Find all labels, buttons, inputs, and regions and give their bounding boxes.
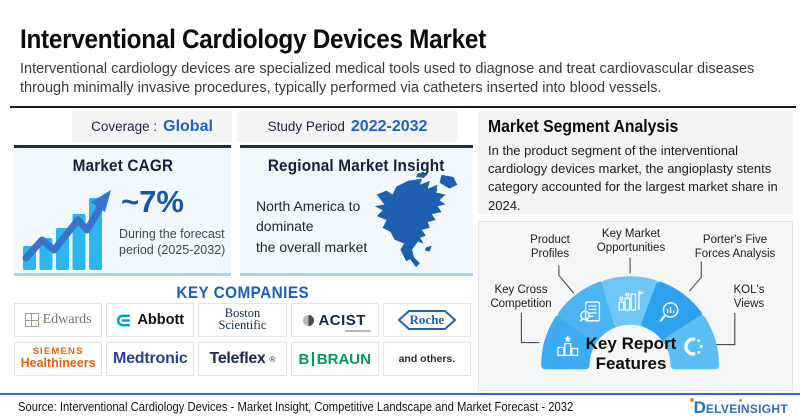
connector-key-cross — [520, 312, 540, 344]
company-logo-abbott: Abbott — [106, 303, 195, 337]
edwards-crest-icon — [24, 313, 39, 327]
market-cagr-heading: Market CAGR — [72, 156, 173, 175]
cagr-value: ~7% — [121, 184, 184, 219]
regional-insight-panel: Regional Market Insight North America to… — [240, 145, 473, 276]
delveinsight-logo-i: I — [737, 399, 742, 416]
company-logo-medtronic: Medtronic — [106, 342, 195, 376]
delveinsight-logo-d: D — [689, 398, 706, 417]
connector-porters — [688, 261, 702, 292]
feature-label-key-market-opportunities: Key Market Opportunities — [596, 228, 666, 254]
company-logo-roche: Roche — [382, 303, 471, 337]
acist-dot-icon — [303, 314, 315, 326]
north-america-map-icon — [374, 172, 458, 268]
roche-hexagon-icon — [397, 310, 457, 330]
study-period-value: 2022-2032 — [350, 117, 428, 135]
magnifier-chart-icon — [659, 302, 679, 323]
regional-insight-heading: Regional Market Insight — [268, 156, 445, 175]
abbott-a-icon — [117, 314, 131, 326]
regional-insight-text: North America to dominate the overall ma… — [256, 198, 368, 255]
connector-product-profiles — [558, 265, 575, 294]
company-logo-boston-scientific: Boston Scientific — [198, 303, 287, 337]
feature-label-kols-views: KOL's Views — [733, 284, 765, 310]
coverage-label: Coverage : — [91, 119, 158, 134]
feature-label-key-cross-competition: Key Cross Competition — [490, 284, 552, 310]
page-title-text: Interventional Cardiology Devices Market — [20, 24, 486, 54]
footer-divider — [0, 393, 800, 395]
growth-person-icon — [618, 290, 645, 311]
podium-icon — [557, 335, 579, 357]
fan-center-title: Key Report Features — [585, 334, 677, 373]
fan-segment-key-cross-competition — [541, 315, 597, 370]
company-logo-siemens-healthineers: SIEMENS Healthineers — [14, 342, 103, 376]
company-logo-edwards: Edwards — [14, 303, 103, 337]
market-segment-heading: Market Segment Analysis — [488, 116, 679, 136]
company-logo-acist: ACIST — [290, 303, 379, 337]
coverage-box: Coverage : Global — [72, 111, 232, 142]
magnet-icon — [684, 337, 703, 356]
page-subtitle: Interventional cardiology devices are sp… — [20, 61, 755, 97]
key-report-features-box: Key Cross Competition Product Profiles K… — [478, 221, 793, 391]
market-segment-analysis-box: Market Segment Analysis In the product s… — [478, 111, 793, 214]
cagr-note: During the forecast period (2025-2032) — [119, 227, 226, 258]
feature-label-porters-five-forces: Porter's Five Forces Analysis — [694, 234, 776, 260]
key-companies-grid: Edwards Abbott Boston Scientific ACIST — [14, 303, 471, 376]
coverage-value: Global — [163, 117, 213, 135]
study-period-label: Study Period — [267, 119, 345, 134]
connector-kols — [715, 312, 736, 346]
company-logo-b-braun: B BRAUN — [290, 342, 379, 376]
key-companies-heading: KEY COMPANIES — [176, 283, 309, 302]
header-divider — [10, 106, 796, 108]
market-segment-text: In the product segment of the interventi… — [488, 143, 778, 213]
bbraun-divider — [312, 352, 314, 366]
fan-segment-porters-five — [641, 281, 703, 343]
source-note: Source: Interventional Cardiology Device… — [18, 400, 574, 414]
company-logo-teleflex: Teleflex® — [198, 342, 287, 376]
report-features-fan-diagram — [520, 257, 736, 370]
market-cagr-panel: Market CAGR ~7% During the forecast peri… — [14, 145, 231, 276]
acist-tagline-rule — [344, 330, 371, 332]
document-magnifier-icon — [579, 301, 601, 322]
bar-chart-growth-icon — [22, 190, 111, 270]
company-others-cell: and others. — [382, 342, 471, 376]
page-title: Interventional Cardiology Devices Market — [20, 24, 538, 55]
study-period-box: Study Period 2022-2032 — [237, 111, 458, 142]
feature-label-product-profiles: Product Profiles — [530, 234, 570, 260]
fan-segment-kols-views — [663, 315, 720, 370]
